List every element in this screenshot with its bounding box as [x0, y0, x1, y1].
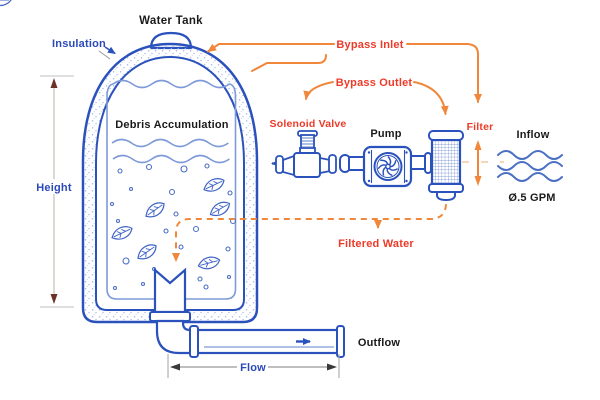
solenoid-coil-icon [302, 137, 313, 148]
debris-leaves [0, 0, 233, 272]
pipe-flange [189, 325, 199, 358]
bypass-outlet-leader-right [413, 81, 449, 115]
height-dimension: Height [32, 75, 77, 308]
wave-line [112, 154, 230, 164]
tank-inner-shell [95, 55, 245, 311]
water-region-outline [106, 79, 237, 300]
tank-outlet-funnel [153, 267, 187, 314]
height-arrow-down-icon [50, 294, 58, 304]
filter-neck [436, 191, 456, 202]
pump-label: Pump [370, 128, 401, 140]
bypass-inlet-leader-left [207, 43, 335, 53]
filtered-water-return: Filtered Water [172, 193, 447, 262]
filter-bottom-cap [428, 183, 464, 193]
debris-accumulation-label: Debris Accumulation [115, 119, 228, 131]
bypass-outlet-label: Bypass Outlet [336, 77, 413, 89]
insulation-arrow-icon [104, 46, 116, 55]
bypass-inlet-leader-right [406, 43, 482, 103]
pipe-flange [149, 311, 191, 322]
filter-mesh-body [430, 137, 462, 187]
inflow-label: Inflow [517, 129, 550, 141]
filter-top-cap [428, 130, 464, 141]
insulation-pointer-line [98, 50, 111, 60]
water-tank: Debris Accumulation [0, 0, 259, 324]
insulation-label: Insulation [52, 38, 106, 50]
outflow-pipe-assembly: Outflow [149, 267, 401, 358]
pump: Pump [339, 128, 432, 188]
flow-label: Flow [240, 362, 266, 374]
horizontal-pipe [195, 328, 341, 355]
flow-arrow-right-icon [327, 363, 337, 371]
filtered-water-dashed-line [172, 193, 447, 262]
filter-arrow-up-icon [474, 140, 482, 150]
filter-arrow-down-icon [474, 176, 482, 186]
solenoid-valve-label: Solenoid Valve [270, 118, 347, 130]
inflow-waves-icon [497, 150, 563, 182]
water-tank-title: Water Tank [139, 15, 203, 27]
pump-impeller-icon [373, 152, 403, 181]
pipe-end-cap [336, 325, 345, 358]
bypass-inlet-label: Bypass Inlet [336, 39, 403, 51]
flow-rate-label: Ø.5 GPM [508, 192, 555, 204]
bypass-outlet-callout: Bypass Outlet [303, 77, 449, 115]
filter-label: Filter [467, 121, 494, 133]
bypass-inlet-callout: Bypass Inlet [207, 39, 482, 103]
solenoid-valve: Solenoid Valve [270, 118, 347, 178]
pump-bolts [367, 151, 408, 183]
bypass-shoulder-leader [251, 54, 327, 72]
filtered-water-label: Filtered Water [338, 238, 414, 250]
bypass-outlet-leader-left [303, 81, 334, 100]
flow-arrow-left-icon [170, 363, 180, 371]
filter: Filter [428, 121, 504, 202]
flow-dimension: Flow [167, 354, 340, 378]
height-arrow-up-icon [50, 78, 58, 88]
insulation-callout: Insulation [52, 38, 116, 60]
wave-line [111, 138, 229, 148]
inflow: Inflow Ø.5 GPM [497, 129, 563, 204]
height-label: Height [36, 182, 72, 194]
outflow-label: Outflow [358, 337, 401, 349]
